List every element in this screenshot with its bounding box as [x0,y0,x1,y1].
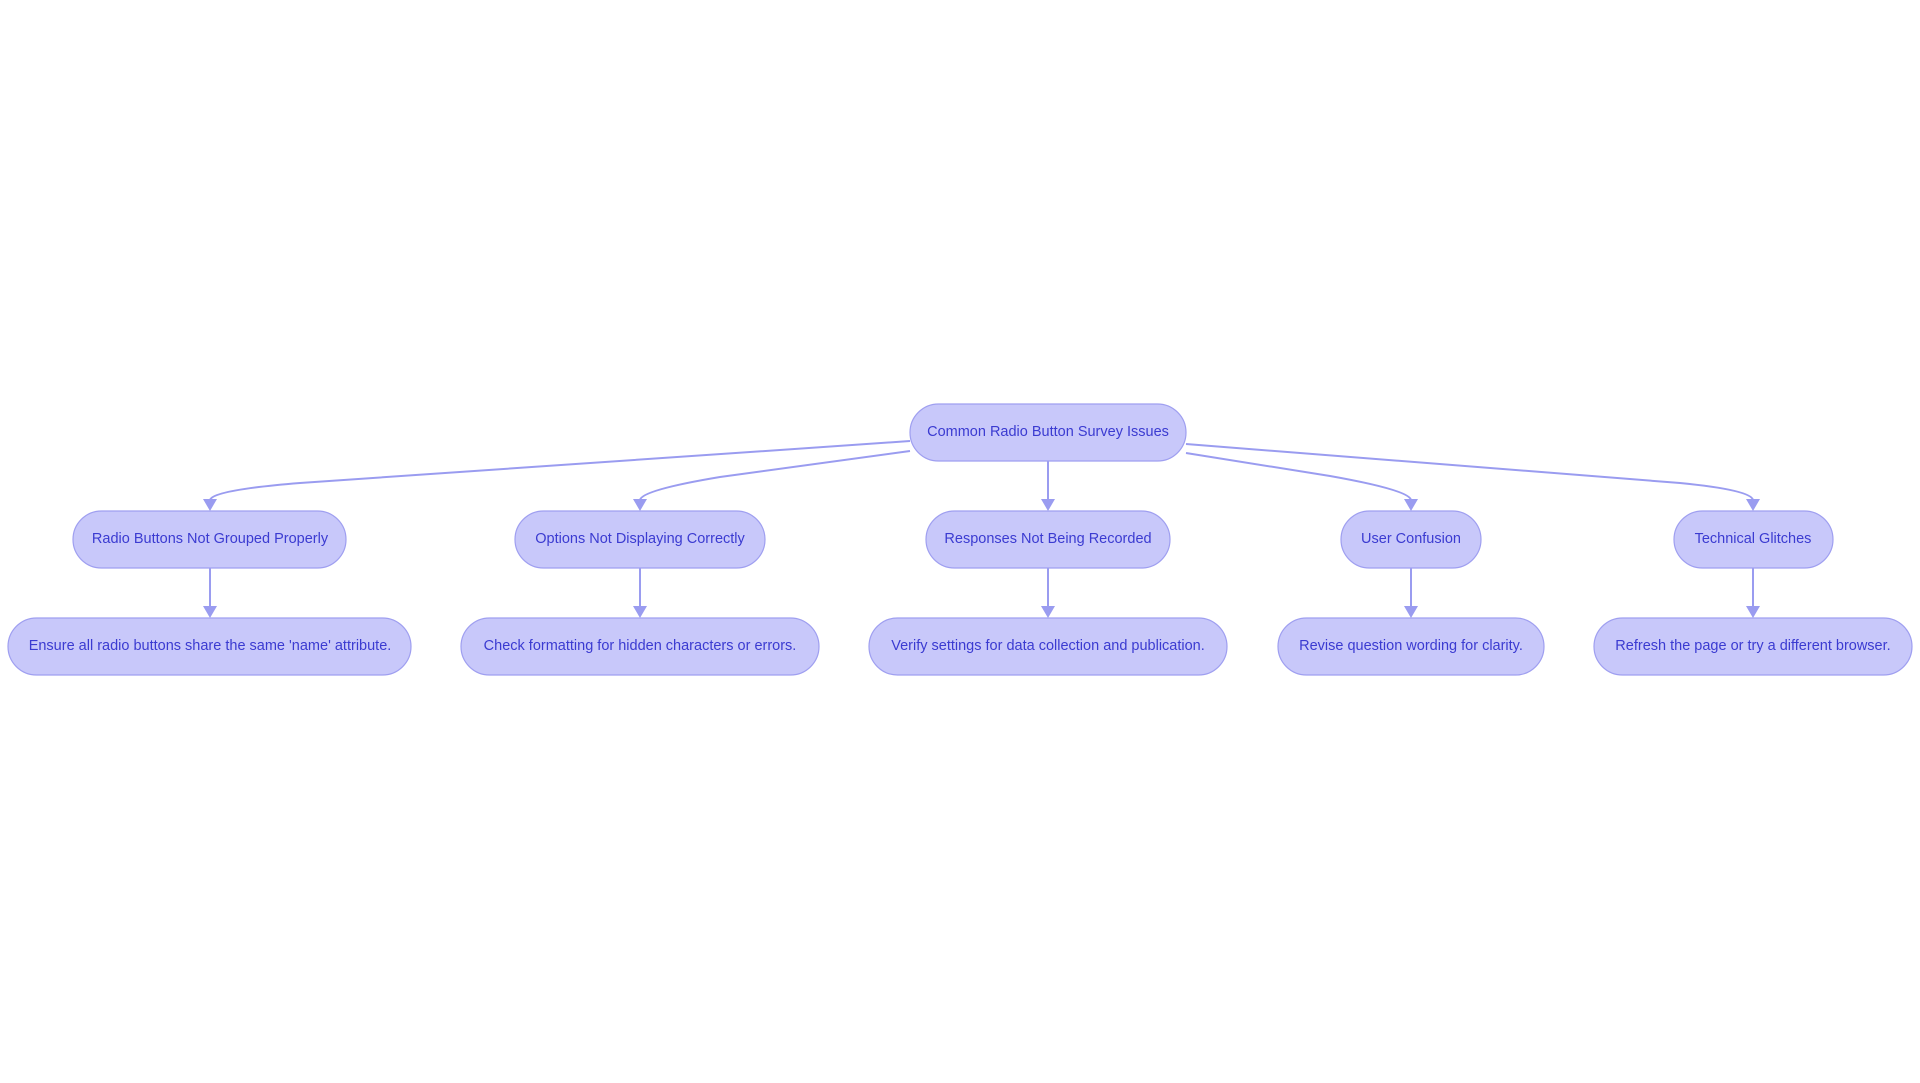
root-node-label: Common Radio Button Survey Issues [927,424,1169,440]
edge-root-to-issue-4 [1185,452,1412,501]
solution-node: Check formatting for hidden characters o… [460,617,820,676]
issue-node: Technical Glitches [1673,510,1834,569]
arrow-solution-5 [1746,606,1760,618]
root-node: Common Radio Button Survey Issues [909,403,1187,462]
issue-node: User Confusion [1340,510,1482,569]
issue-node-label: Technical Glitches [1695,531,1812,547]
solution-node-label: Ensure all radio buttons share the same … [29,638,392,654]
edge-root-to-issue-5 [1185,443,1754,501]
arrow-issue-5 [1746,499,1760,511]
solution-node-label: Revise question wording for clarity. [1299,638,1523,654]
arrow-solution-3 [1041,606,1055,618]
arrow-issue-2 [633,499,647,511]
arrow-issue-1 [203,499,217,511]
issue-node-label: User Confusion [1361,531,1461,547]
solution-node-label: Verify settings for data collection and … [891,638,1205,654]
arrow-solution-4 [1404,606,1418,618]
arrow-issue-3 [1041,499,1055,511]
edge-root-to-issue-2 [639,450,911,501]
issue-node-label: Responses Not Being Recorded [944,531,1151,547]
issue-node: Options Not Displaying Correctly [514,510,766,569]
arrow-solution-1 [203,606,217,618]
edge-root-to-issue-1 [209,440,911,501]
issue-node-label: Radio Buttons Not Grouped Properly [92,531,329,547]
arrow-solution-2 [633,606,647,618]
issue-node: Radio Buttons Not Grouped Properly [72,510,347,569]
solution-node: Ensure all radio buttons share the same … [7,617,412,676]
issue-node: Responses Not Being Recorded [925,510,1171,569]
issue-node-label: Options Not Displaying Correctly [535,531,745,547]
arrow-issue-4 [1404,499,1418,511]
solution-node: Refresh the page or try a different brow… [1593,617,1913,676]
solution-node-label: Refresh the page or try a different brow… [1615,638,1890,654]
solution-node: Verify settings for data collection and … [868,617,1228,676]
solution-node: Revise question wording for clarity. [1277,617,1545,676]
solution-node-label: Check formatting for hidden characters o… [484,638,797,654]
